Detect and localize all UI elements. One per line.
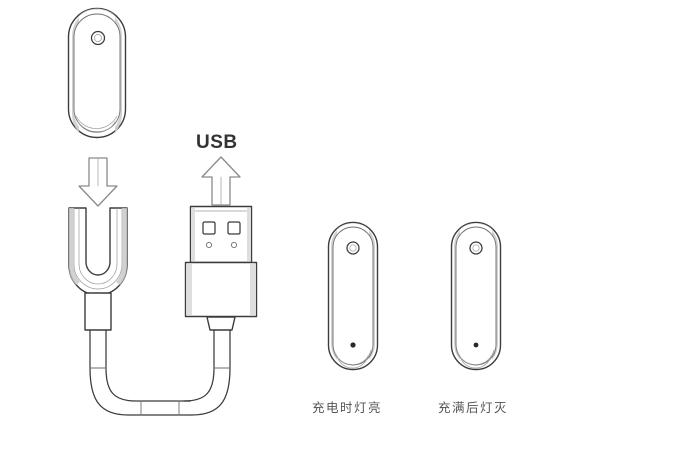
- tracker-charging-bottom-arc-2: [336, 355, 369, 369]
- tracker-charging: [327, 221, 379, 371]
- charging-cradle: [68, 207, 128, 331]
- tracker-full-led: [473, 342, 479, 348]
- tracker-full-bottom-arc-2: [459, 355, 492, 369]
- cradle-neck: [84, 292, 112, 331]
- usb-pin-dot-left: [205, 241, 213, 249]
- tracker-full: [450, 221, 502, 371]
- tracker-charging-button-ring: [346, 241, 360, 255]
- charging-cable: [89, 329, 231, 416]
- usb-strain-relief: [206, 316, 236, 331]
- cradle-inner-arc-2: [78, 263, 118, 285]
- tracker-charging-led: [350, 342, 356, 348]
- cable-left-inner: [105, 329, 191, 402]
- usb-housing-shade-right: [250, 264, 256, 315]
- tracker-full-button-ring: [469, 241, 483, 255]
- usb-label: USB: [196, 132, 238, 153]
- caption-full: 充满后灯灭: [438, 400, 508, 415]
- cradle-shade-right: [116, 208, 128, 285]
- cable-right-inner: [183, 329, 215, 402]
- tracker-charging-bottom-arc: [333, 349, 372, 365]
- usb-metal-shell: [189, 205, 253, 264]
- tracker-full-shade-right: [492, 230, 499, 360]
- usb-a-plug: [184, 205, 258, 331]
- cable-right-outer: [189, 329, 231, 416]
- caption-charging: 充电时灯亮: [312, 400, 382, 415]
- usb-housing-shade-left: [186, 264, 192, 315]
- insert-arrow-down: [78, 157, 118, 207]
- tracker-charging-shade-top: [336, 222, 370, 230]
- tracker-button-inner: [94, 34, 102, 42]
- tracker-button-ring: [90, 30, 106, 46]
- tracker-shade-top: [78, 8, 116, 16]
- usb-shell-shade-right: [247, 208, 251, 261]
- cradle-shade-left: [68, 208, 80, 285]
- tracker-charging-shade-left: [330, 230, 337, 360]
- tracker-full-shade-left: [453, 230, 460, 360]
- tracker-full-shade-top: [459, 222, 493, 230]
- tracker-full-button-inner: [472, 244, 480, 252]
- tracker-bottom-arc: [75, 115, 118, 129]
- usb-pin-dot-right: [230, 241, 238, 249]
- usb-contact-right: [227, 221, 241, 235]
- usb-housing: [184, 261, 258, 318]
- tracker-charging-outline: [327, 221, 379, 371]
- usb-contact-left: [202, 221, 216, 235]
- tracker-charging-shade-right: [369, 230, 376, 360]
- tracker-capsule: [67, 7, 127, 139]
- tracker-bottom-arc-2: [77, 121, 116, 133]
- cradle-inner-arc-1: [73, 263, 123, 290]
- tracker-inner-outline: [73, 13, 121, 133]
- usb-shell-shade-left: [191, 208, 195, 261]
- cable-left-outer: [89, 329, 191, 416]
- tracker-full-outline: [450, 221, 502, 371]
- tracker-capsule-outline: [67, 7, 127, 139]
- tracker-charging-button-inner: [349, 244, 357, 252]
- usb-arrow-up: [201, 156, 241, 206]
- tracker-full-bottom-arc: [456, 349, 495, 365]
